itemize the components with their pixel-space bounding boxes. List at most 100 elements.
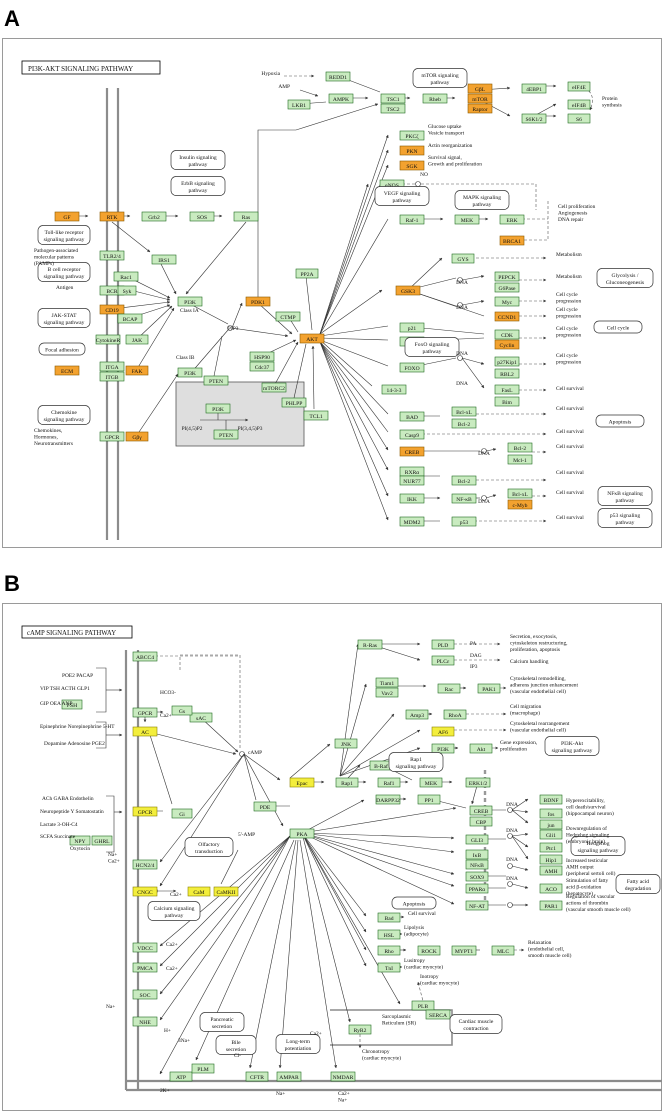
- gene-node-fasl[interactable]: FasL: [494, 384, 520, 395]
- gene-node-erk12[interactable]: ERK1/2: [465, 777, 491, 788]
- gene-node-pp1[interactable]: PP1: [417, 794, 441, 805]
- gene-node-fsh[interactable]: FSH: [61, 699, 83, 710]
- gene-node-tlr[interactable]: TLR2/4: [99, 250, 125, 261]
- gene-node-pmca[interactable]: PMCA: [132, 962, 158, 973]
- gene-node-bad2[interactable]: Bad: [377, 912, 401, 923]
- gene-node-gby[interactable]: Gβγ: [125, 431, 149, 442]
- gene-node-vav2[interactable]: Vav2: [375, 687, 399, 698]
- gene-node-erk[interactable]: ERK: [499, 214, 525, 225]
- gene-node-bcl2c[interactable]: Bcl-2: [451, 475, 477, 486]
- gene-node-ampar[interactable]: AMPAR: [276, 1071, 302, 1082]
- gene-node-tiam1[interactable]: Tiam1: [375, 677, 399, 688]
- gene-node-gbl[interactable]: GβL: [467, 83, 493, 94]
- gene-node-bim[interactable]: Bim: [494, 396, 520, 407]
- gene-node-cdk[interactable]: CDK: [494, 329, 520, 340]
- gene-node-rxra[interactable]: RXRα: [399, 466, 425, 477]
- gene-node-cmyb[interactable]: c-Myb: [507, 499, 533, 510]
- gene-node-ptc1[interactable]: Ptc1: [539, 842, 563, 853]
- pathway-link[interactable]: Cell cycle: [593, 320, 643, 334]
- gene-node-gpcr[interactable]: GPCR: [99, 431, 125, 442]
- gene-node-eif4b[interactable]: eIF4B: [567, 99, 591, 110]
- pathway-link[interactable]: Glycolysis /Gluconeogenesis: [596, 268, 654, 288]
- gene-node-nur77[interactable]: NUR77: [399, 475, 425, 486]
- gene-node-af6[interactable]: AF6: [431, 726, 455, 737]
- gene-node-gli1[interactable]: Gli1: [539, 829, 563, 840]
- gene-node-lpi3k[interactable]: PI3K: [205, 403, 231, 414]
- gene-node-pi3kb[interactable]: PI3K: [431, 743, 455, 754]
- gene-node-bad[interactable]: BAD: [399, 411, 425, 422]
- gene-node-nmdar[interactable]: NMDAR: [330, 1071, 356, 1082]
- gene-node-myc[interactable]: Myc: [494, 296, 520, 307]
- gene-node-plce[interactable]: PLCε: [431, 655, 455, 666]
- gene-node-lpten[interactable]: PTEN: [213, 429, 239, 440]
- gene-node-pkn[interactable]: PKN: [399, 145, 425, 156]
- gene-node-rheb[interactable]: Rheb: [422, 93, 448, 104]
- gene-node-rbl2[interactable]: RBL2: [494, 368, 520, 379]
- gene-node-nhe[interactable]: NHE: [132, 1016, 158, 1027]
- gene-node-abcc4[interactable]: ABCC4: [132, 651, 158, 662]
- gene-node-cd19[interactable]: CD19: [99, 304, 125, 315]
- gene-node-soc[interactable]: SOC: [132, 989, 158, 1000]
- gene-node-ac[interactable]: AC: [132, 726, 158, 737]
- gene-node-pde[interactable]: PDE: [253, 801, 277, 812]
- gene-node-pka[interactable]: PKA: [289, 828, 315, 839]
- gene-node-irs1[interactable]: IRS1: [151, 254, 177, 265]
- pathway-link[interactable]: Focal adhesion: [38, 342, 86, 356]
- gene-node-raf1b[interactable]: Raf1: [377, 777, 401, 788]
- gene-node-fak[interactable]: FAK: [125, 365, 149, 376]
- gene-node-lkb1[interactable]: LKB1: [287, 99, 311, 110]
- gene-node-bdnf[interactable]: BDNF: [539, 794, 563, 805]
- gene-node-cytr[interactable]: CytokineR: [95, 334, 121, 345]
- gene-node-s6[interactable]: S6: [567, 113, 591, 124]
- gene-node-mdm2[interactable]: MDM2: [399, 516, 425, 527]
- gene-node-gi[interactable]: Gi: [171, 808, 193, 819]
- gene-node-ppara[interactable]: PPARα: [465, 883, 489, 894]
- gene-node-serca[interactable]: SERCA: [425, 1009, 451, 1020]
- gene-node-jnk[interactable]: JNK: [334, 738, 358, 749]
- gene-node-raf1[interactable]: Raf-1: [399, 214, 425, 225]
- gene-node-creb2[interactable]: CREB: [469, 805, 493, 816]
- gene-node-pi3k2[interactable]: PI3K: [177, 367, 203, 378]
- gene-node-pten[interactable]: PTEN: [203, 375, 229, 386]
- gene-node-gs1[interactable]: Gs: [171, 705, 193, 716]
- gene-node-raptor[interactable]: Raptor: [467, 103, 493, 114]
- gene-node-gys[interactable]: GYS: [451, 253, 475, 264]
- gene-node-nfkb[interactable]: NF-κB: [451, 493, 477, 504]
- gene-node-darpp[interactable]: DARPP32: [375, 794, 401, 805]
- gene-node-pi3k1[interactable]: PI3K: [177, 296, 203, 307]
- gene-node-hsl[interactable]: HSL: [377, 929, 401, 940]
- gene-node-ikk[interactable]: IKK: [399, 493, 425, 504]
- gene-node-mtorc2[interactable]: mTORC2: [261, 382, 287, 393]
- gene-node-p53[interactable]: p53: [451, 516, 477, 527]
- gene-node-tsc2[interactable]: TSC2: [380, 103, 406, 114]
- gene-node-phlpp[interactable]: PHLPP: [281, 397, 307, 408]
- pathway-link[interactable]: Apoptosis: [595, 414, 645, 428]
- gene-node-ikb[interactable]: IκB: [465, 849, 489, 860]
- gene-node-cyclin[interactable]: Cyclin: [494, 339, 520, 350]
- gene-node-sgk[interactable]: SGK: [399, 160, 425, 171]
- gene-node-nfat[interactable]: NF-AT: [465, 900, 489, 911]
- gene-node-rrap[interactable]: R-Ras: [357, 639, 383, 650]
- gene-node-syk[interactable]: Syk: [117, 285, 137, 296]
- gene-node-hcn[interactable]: HCN2/4: [132, 859, 158, 870]
- gene-node-sos[interactable]: SOS: [189, 211, 215, 222]
- gene-node-redd1[interactable]: REDD1: [325, 71, 351, 82]
- gene-node-aktb[interactable]: Akt: [469, 743, 493, 754]
- gene-node-fos[interactable]: fos: [539, 808, 563, 819]
- gene-node-cdc37[interactable]: Cdc37: [249, 361, 275, 372]
- pathway-link[interactable]: Apoptosis: [391, 896, 437, 910]
- gene-node-foxo[interactable]: FOXO: [399, 362, 425, 373]
